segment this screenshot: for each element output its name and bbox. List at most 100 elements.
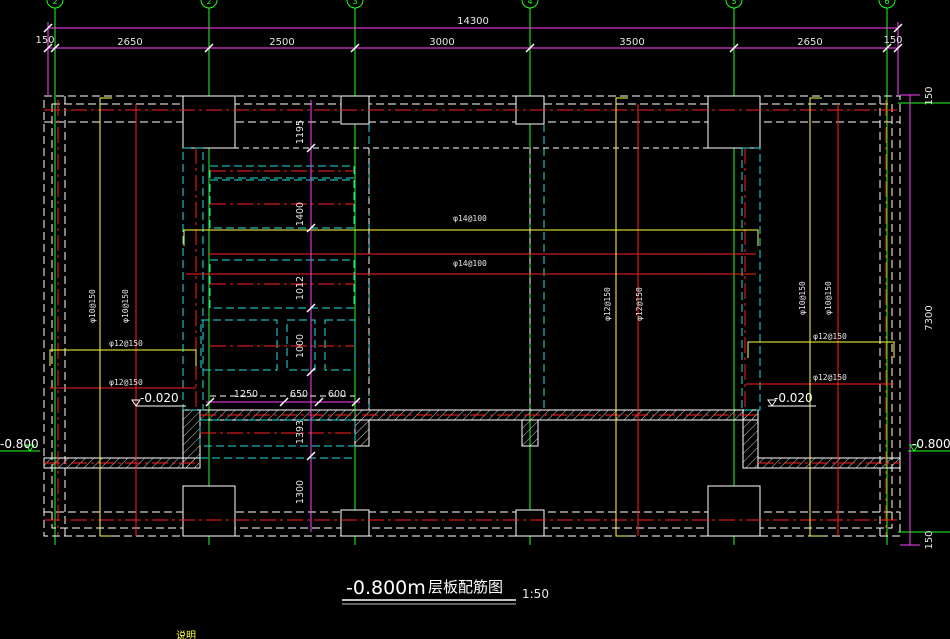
axis-bubble-5[interactable] xyxy=(725,0,743,9)
tick xyxy=(893,23,903,33)
dim-inner-v-0: 1195 xyxy=(295,120,306,144)
rebar-yellow-left-h xyxy=(49,349,197,366)
level-triangle xyxy=(767,399,777,407)
wall-step-left xyxy=(182,409,201,469)
dim-top-0: 150 xyxy=(35,35,54,46)
tick xyxy=(43,23,53,33)
top-dimension-lines xyxy=(47,22,920,546)
tick xyxy=(279,397,289,407)
rebar-yellow-mid-v xyxy=(615,97,628,537)
axis-label-3: 3 xyxy=(352,0,357,6)
rebar-labels: φ14@100 φ14@100 φ10@150 φ10@150 φ12@150 … xyxy=(88,214,847,387)
tick xyxy=(306,223,316,233)
tick xyxy=(525,43,535,53)
level-label-left-outer: -0.800 xyxy=(0,437,39,451)
axis-label-5: 5 xyxy=(731,0,736,6)
rebar-label-right-h1: φ12@150 xyxy=(813,332,847,341)
column-top-2 xyxy=(182,95,236,149)
pit-strip-1 xyxy=(209,165,355,179)
tick xyxy=(306,451,316,461)
tick xyxy=(306,143,316,153)
dim-right-top: 150 xyxy=(924,86,935,105)
axis-bubble-2[interactable] xyxy=(200,0,218,9)
dim-inner-v-4: 1393 xyxy=(295,420,306,444)
rebar-yellow-left-v xyxy=(99,97,112,537)
dim-right-bottom: 150 xyxy=(924,530,935,549)
column-bottom-3 xyxy=(340,509,370,537)
red-rebar xyxy=(44,100,900,536)
rebar-label-left-h2: φ12@150 xyxy=(109,378,143,387)
axis-label-2: 2 xyxy=(206,0,211,6)
tick xyxy=(306,303,316,313)
pit-box-mid xyxy=(286,319,316,371)
column-bottom-4 xyxy=(515,509,545,537)
rebar-yellow-right-v xyxy=(809,97,822,537)
level-label-right-outer: -0.800 xyxy=(912,437,950,451)
tick xyxy=(50,43,60,53)
tick xyxy=(893,43,903,53)
level-label-left-inner: -0.020 xyxy=(140,391,179,405)
axis-label-1: 2 xyxy=(52,0,57,6)
rebar-yellow-right-h xyxy=(747,341,895,358)
level-labels: -0.020 -0.020 -0.800 -0.800 xyxy=(0,391,950,451)
pit-right-wall xyxy=(741,147,761,411)
tick xyxy=(729,43,739,53)
level-marker-right-outer xyxy=(908,444,950,452)
dim-top-1: 2650 xyxy=(117,37,142,48)
dim-inner-h-2: 600 xyxy=(328,389,346,400)
tick xyxy=(351,397,361,407)
level-marker-left-inner xyxy=(131,399,186,407)
slab-outer-edge xyxy=(43,95,901,537)
rebar-label-left-h1: φ12@150 xyxy=(109,339,143,348)
title-scale: 1:50 xyxy=(522,587,549,601)
axis-label-4: 4 xyxy=(527,0,532,6)
dim-inner-v-5: 1300 xyxy=(295,480,306,504)
rebar-label-center-top: φ14@100 xyxy=(453,214,487,223)
wall-pier-4 xyxy=(521,419,539,447)
axis-bubble-6[interactable] xyxy=(878,0,896,9)
rebar-label-right-v1: φ10@150 xyxy=(798,281,807,315)
inner-dashed-details xyxy=(203,147,742,410)
rebar-yellow-center xyxy=(183,229,759,246)
axis-bubble-4[interactable] xyxy=(521,0,539,9)
level-triangle xyxy=(131,399,141,407)
cyan-outlines xyxy=(182,124,761,459)
wall-pier-3 xyxy=(354,419,370,447)
dim-inner-v-3: 1000 xyxy=(295,334,306,358)
level-triangle xyxy=(25,444,35,452)
column-bottom-5 xyxy=(707,485,761,537)
column-bottom-2 xyxy=(182,485,236,537)
right-dimension-text: 150 7300 150 xyxy=(924,86,935,549)
columns xyxy=(182,95,761,537)
dim-top-4: 3500 xyxy=(619,37,644,48)
rebar-label-left-v1: φ10@150 xyxy=(88,289,97,323)
rebar-label-mid-v1: φ12@150 xyxy=(603,287,612,321)
dim-top-5: 2650 xyxy=(797,37,822,48)
tick xyxy=(314,397,324,407)
dim-right-total: 7300 xyxy=(924,305,935,330)
axis-label-6: 6 xyxy=(884,0,889,6)
wall-band-left xyxy=(43,457,201,469)
tick xyxy=(306,367,316,377)
tick xyxy=(350,43,360,53)
inner-dimension-text: 1195 1400 1012 1000 1393 1300 1250 650 6… xyxy=(234,120,346,504)
level-marker-left-outer xyxy=(0,444,40,452)
tick xyxy=(205,397,215,407)
axis-bubble-3[interactable] xyxy=(346,0,364,9)
rebar-label-right-v2: φ10@150 xyxy=(824,281,833,315)
level-markers xyxy=(0,399,950,452)
pit-box-left xyxy=(200,319,278,371)
pit-box-right xyxy=(324,319,356,371)
dim-inner-v-1: 1400 xyxy=(295,202,306,226)
dim-overall: 14300 xyxy=(457,16,489,27)
inner-dimension-ticks xyxy=(205,143,361,461)
axis-bubble-1[interactable] xyxy=(46,0,64,9)
wall-step-right xyxy=(742,409,759,469)
rebar-label-mid-v2: φ12@150 xyxy=(635,287,644,321)
slab-inner-edge xyxy=(51,103,893,529)
axis-bubble-labels: 2 2 3 4 5 6 xyxy=(52,0,889,6)
title-text: 层板配筋图 xyxy=(428,578,503,596)
axis-bubbles xyxy=(46,0,896,9)
